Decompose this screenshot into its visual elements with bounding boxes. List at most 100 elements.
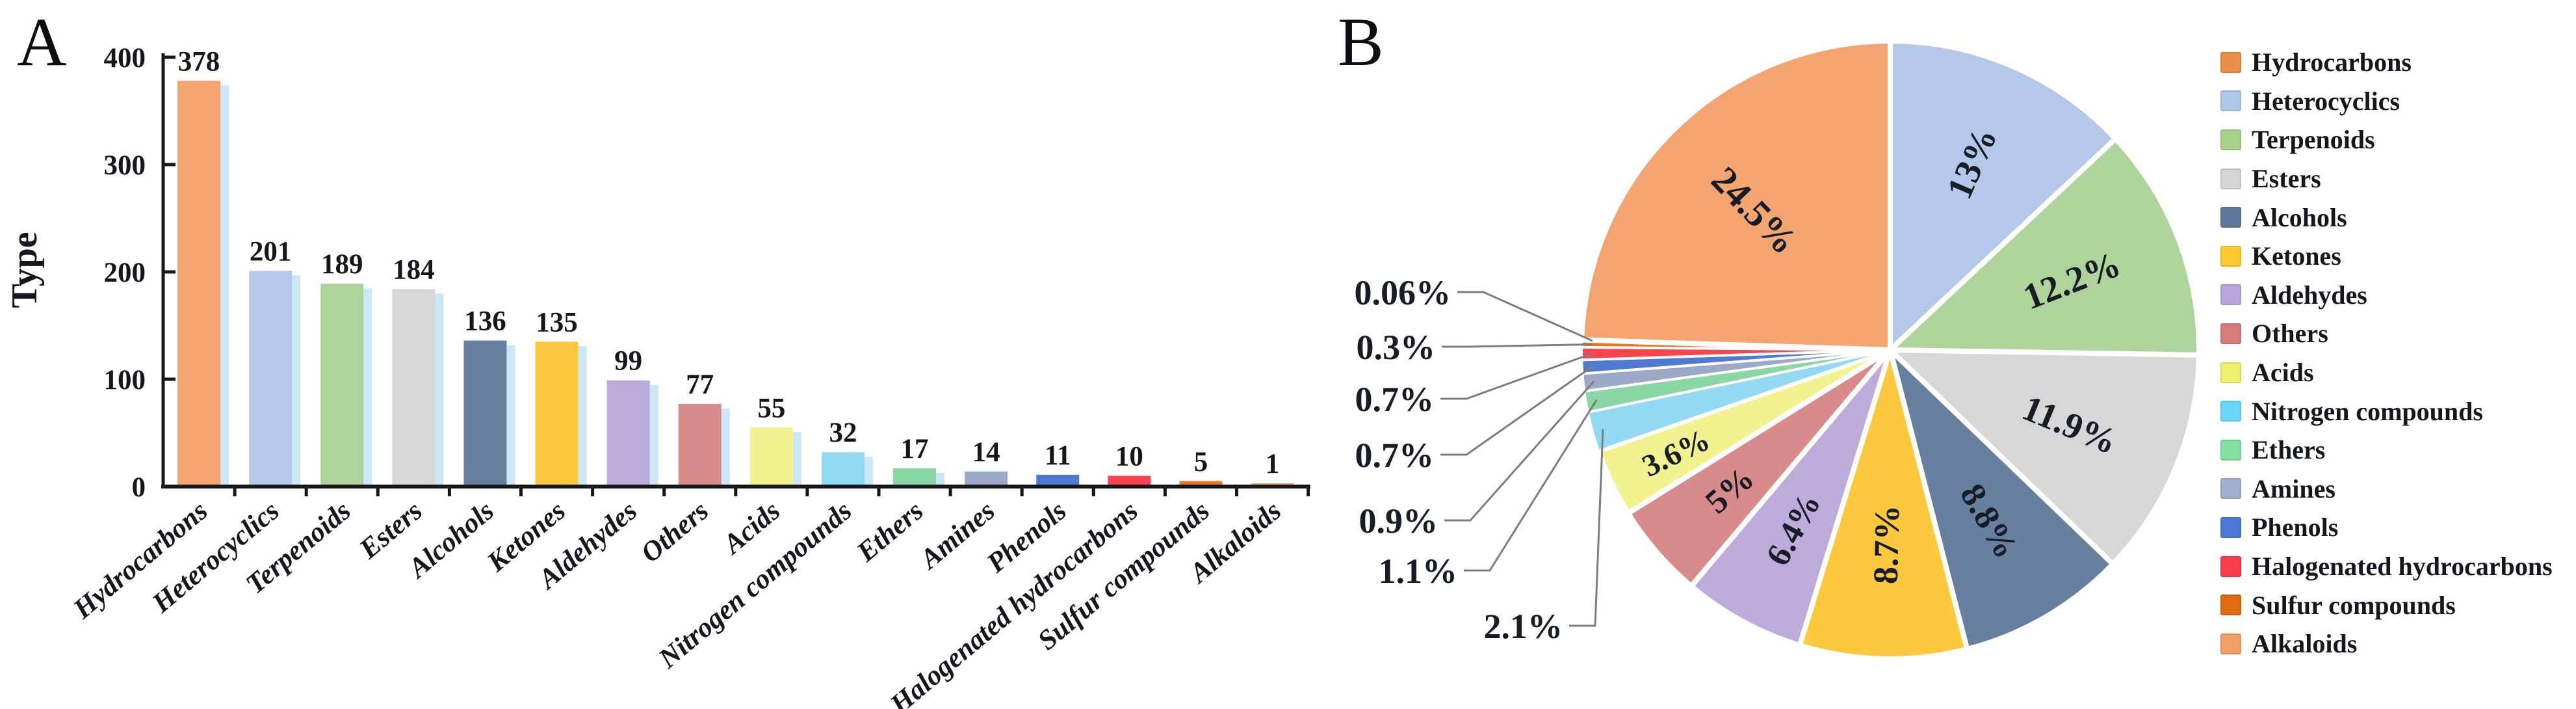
legend-swatch: [2220, 245, 2241, 267]
legend-swatch: [2220, 555, 2241, 577]
legend-label: Aldehydes: [2252, 280, 2367, 310]
bar-alcohols: [463, 340, 507, 487]
legend-item-alkaloids: Alkaloids: [2220, 624, 2553, 663]
legend-swatch: [2220, 90, 2241, 112]
legend-label: Heterocyclics: [2252, 86, 2400, 116]
pie-outside-label: 0.9%: [1359, 502, 1438, 541]
pie-outside-label: 0.06%: [1355, 273, 1451, 312]
x-category-label: Amines: [913, 496, 1001, 576]
legend-item-halogenated-hydrocarbons: Halogenated hydrocarbons: [2220, 547, 2553, 586]
legend-item-ketones: Ketones: [2220, 237, 2553, 276]
pie-outside-label: 0.3%: [1357, 328, 1436, 367]
bar-value-label: 189: [321, 249, 363, 280]
legend-swatch: [2220, 168, 2241, 189]
legend-swatch: [2220, 439, 2241, 461]
pie-slice-heterocyclics: [1888, 38, 2118, 353]
legend-label: Hydrocarbons: [2252, 47, 2412, 77]
bar-value-label: 201: [250, 236, 292, 267]
legend-label: Amines: [2252, 474, 2335, 503]
pie-leader-line: [1464, 399, 1598, 572]
bar-value-label: 184: [393, 254, 435, 285]
bar-value-label: 32: [829, 418, 857, 448]
bar-shadow: [435, 293, 444, 487]
bar-value-label: 14: [972, 437, 1000, 468]
bar-heterocyclics: [249, 271, 293, 487]
legend-swatch: [2220, 478, 2241, 500]
legend-swatch: [2220, 323, 2241, 344]
bar-shadow: [936, 472, 945, 487]
legend-label: Terpenoids: [2252, 125, 2375, 155]
legend-label: Acids: [2252, 358, 2314, 388]
bar-aldehydes: [606, 380, 650, 487]
legend-label: Alkaloids: [2252, 629, 2358, 659]
y-tick-label: 400: [104, 43, 146, 74]
legend-label: Sulfur compounds: [2252, 590, 2456, 620]
bar-value-label: 136: [464, 306, 506, 337]
pie-leader-line: [1444, 381, 1595, 522]
bar-amines: [965, 471, 1008, 487]
bar-value-label: 99: [614, 346, 642, 377]
bar-value-label: 378: [178, 46, 220, 77]
legend-item-acids: Acids: [2220, 353, 2553, 392]
pie-slice-aldehydes: [1688, 347, 1893, 649]
pie-slice-hydrocarbons: [1579, 38, 1893, 353]
legend-label: Alcohols: [2252, 202, 2347, 232]
legend-swatch: [2220, 401, 2241, 422]
pie-outside-label: 0.7%: [1355, 436, 1435, 475]
pie-outside-label: 1.1%: [1379, 552, 1458, 591]
bar-others: [678, 403, 722, 487]
bar-ketones: [535, 341, 579, 487]
bar-hydrocarbons: [177, 81, 221, 487]
y-tick-label: 100: [104, 365, 146, 395]
legend-item-others: Others: [2220, 314, 2553, 353]
legend-item-hydrocarbons: Hydrocarbons: [2220, 43, 2553, 82]
bar-phenols: [1036, 474, 1080, 487]
legend-swatch: [2220, 633, 2241, 654]
pie-slice-esters: [1888, 347, 2202, 567]
bar-value-label: 1: [1266, 449, 1280, 479]
bar-shadow: [506, 345, 515, 487]
pie-outside-label: 2.1%: [1484, 607, 1563, 646]
pie-leader-line: [1440, 365, 1594, 456]
bar-shadow: [363, 288, 372, 487]
bar-sulfur-compounds: [1179, 481, 1223, 487]
legend-label: Ketones: [2252, 241, 2341, 271]
pie-inside-label: 8.7%: [1866, 505, 1907, 585]
bar-esters: [392, 289, 436, 487]
pie-leader-line: [1440, 352, 1593, 400]
legend-item-ethers: Ethers: [2220, 431, 2553, 470]
y-tick-label: 300: [104, 150, 146, 181]
panel-a-label: A: [17, 4, 67, 80]
legend-item-esters: Esters: [2220, 159, 2553, 198]
x-category-label: Others: [635, 496, 714, 569]
bar-halogenated-hydrocarbons: [1108, 475, 1151, 487]
bar-value-label: 5: [1194, 447, 1208, 477]
legend-item-terpenoids: Terpenoids: [2220, 120, 2553, 159]
legend-label: Phenols: [2252, 513, 2339, 542]
legend-swatch: [2220, 207, 2241, 228]
legend-item-alcohols: Alcohols: [2220, 198, 2553, 237]
pie-leader-line: [1457, 291, 1593, 342]
bar-value-label: 17: [901, 434, 929, 464]
legend-label: Halogenated hydrocarbons: [2252, 552, 2553, 582]
legend-swatch: [2220, 595, 2241, 616]
bar-value-label: 10: [1115, 442, 1143, 472]
bar-shadow: [649, 384, 658, 487]
bar-shadow: [721, 408, 730, 487]
bar-shadow: [292, 275, 301, 487]
pie-outside-label: 0.7%: [1355, 380, 1435, 419]
legend-swatch: [2220, 516, 2241, 538]
bar-shadow: [578, 346, 587, 487]
legend-swatch: [2220, 51, 2241, 73]
bar-chart-panel: 378Hydrocarbons201Heterocyclics189Terpen…: [68, 43, 1310, 709]
bar-shadow: [864, 457, 873, 487]
bar-nitrogen-compounds: [821, 452, 865, 487]
legend-item-aldehydes: Aldehydes: [2220, 276, 2553, 315]
legend-item-nitrogen-compounds: Nitrogen compounds: [2220, 392, 2553, 431]
bar-value-label: 55: [757, 393, 785, 423]
bar-acids: [749, 427, 793, 487]
y-tick-label: 0: [132, 472, 146, 503]
bar-shadow: [792, 432, 801, 487]
